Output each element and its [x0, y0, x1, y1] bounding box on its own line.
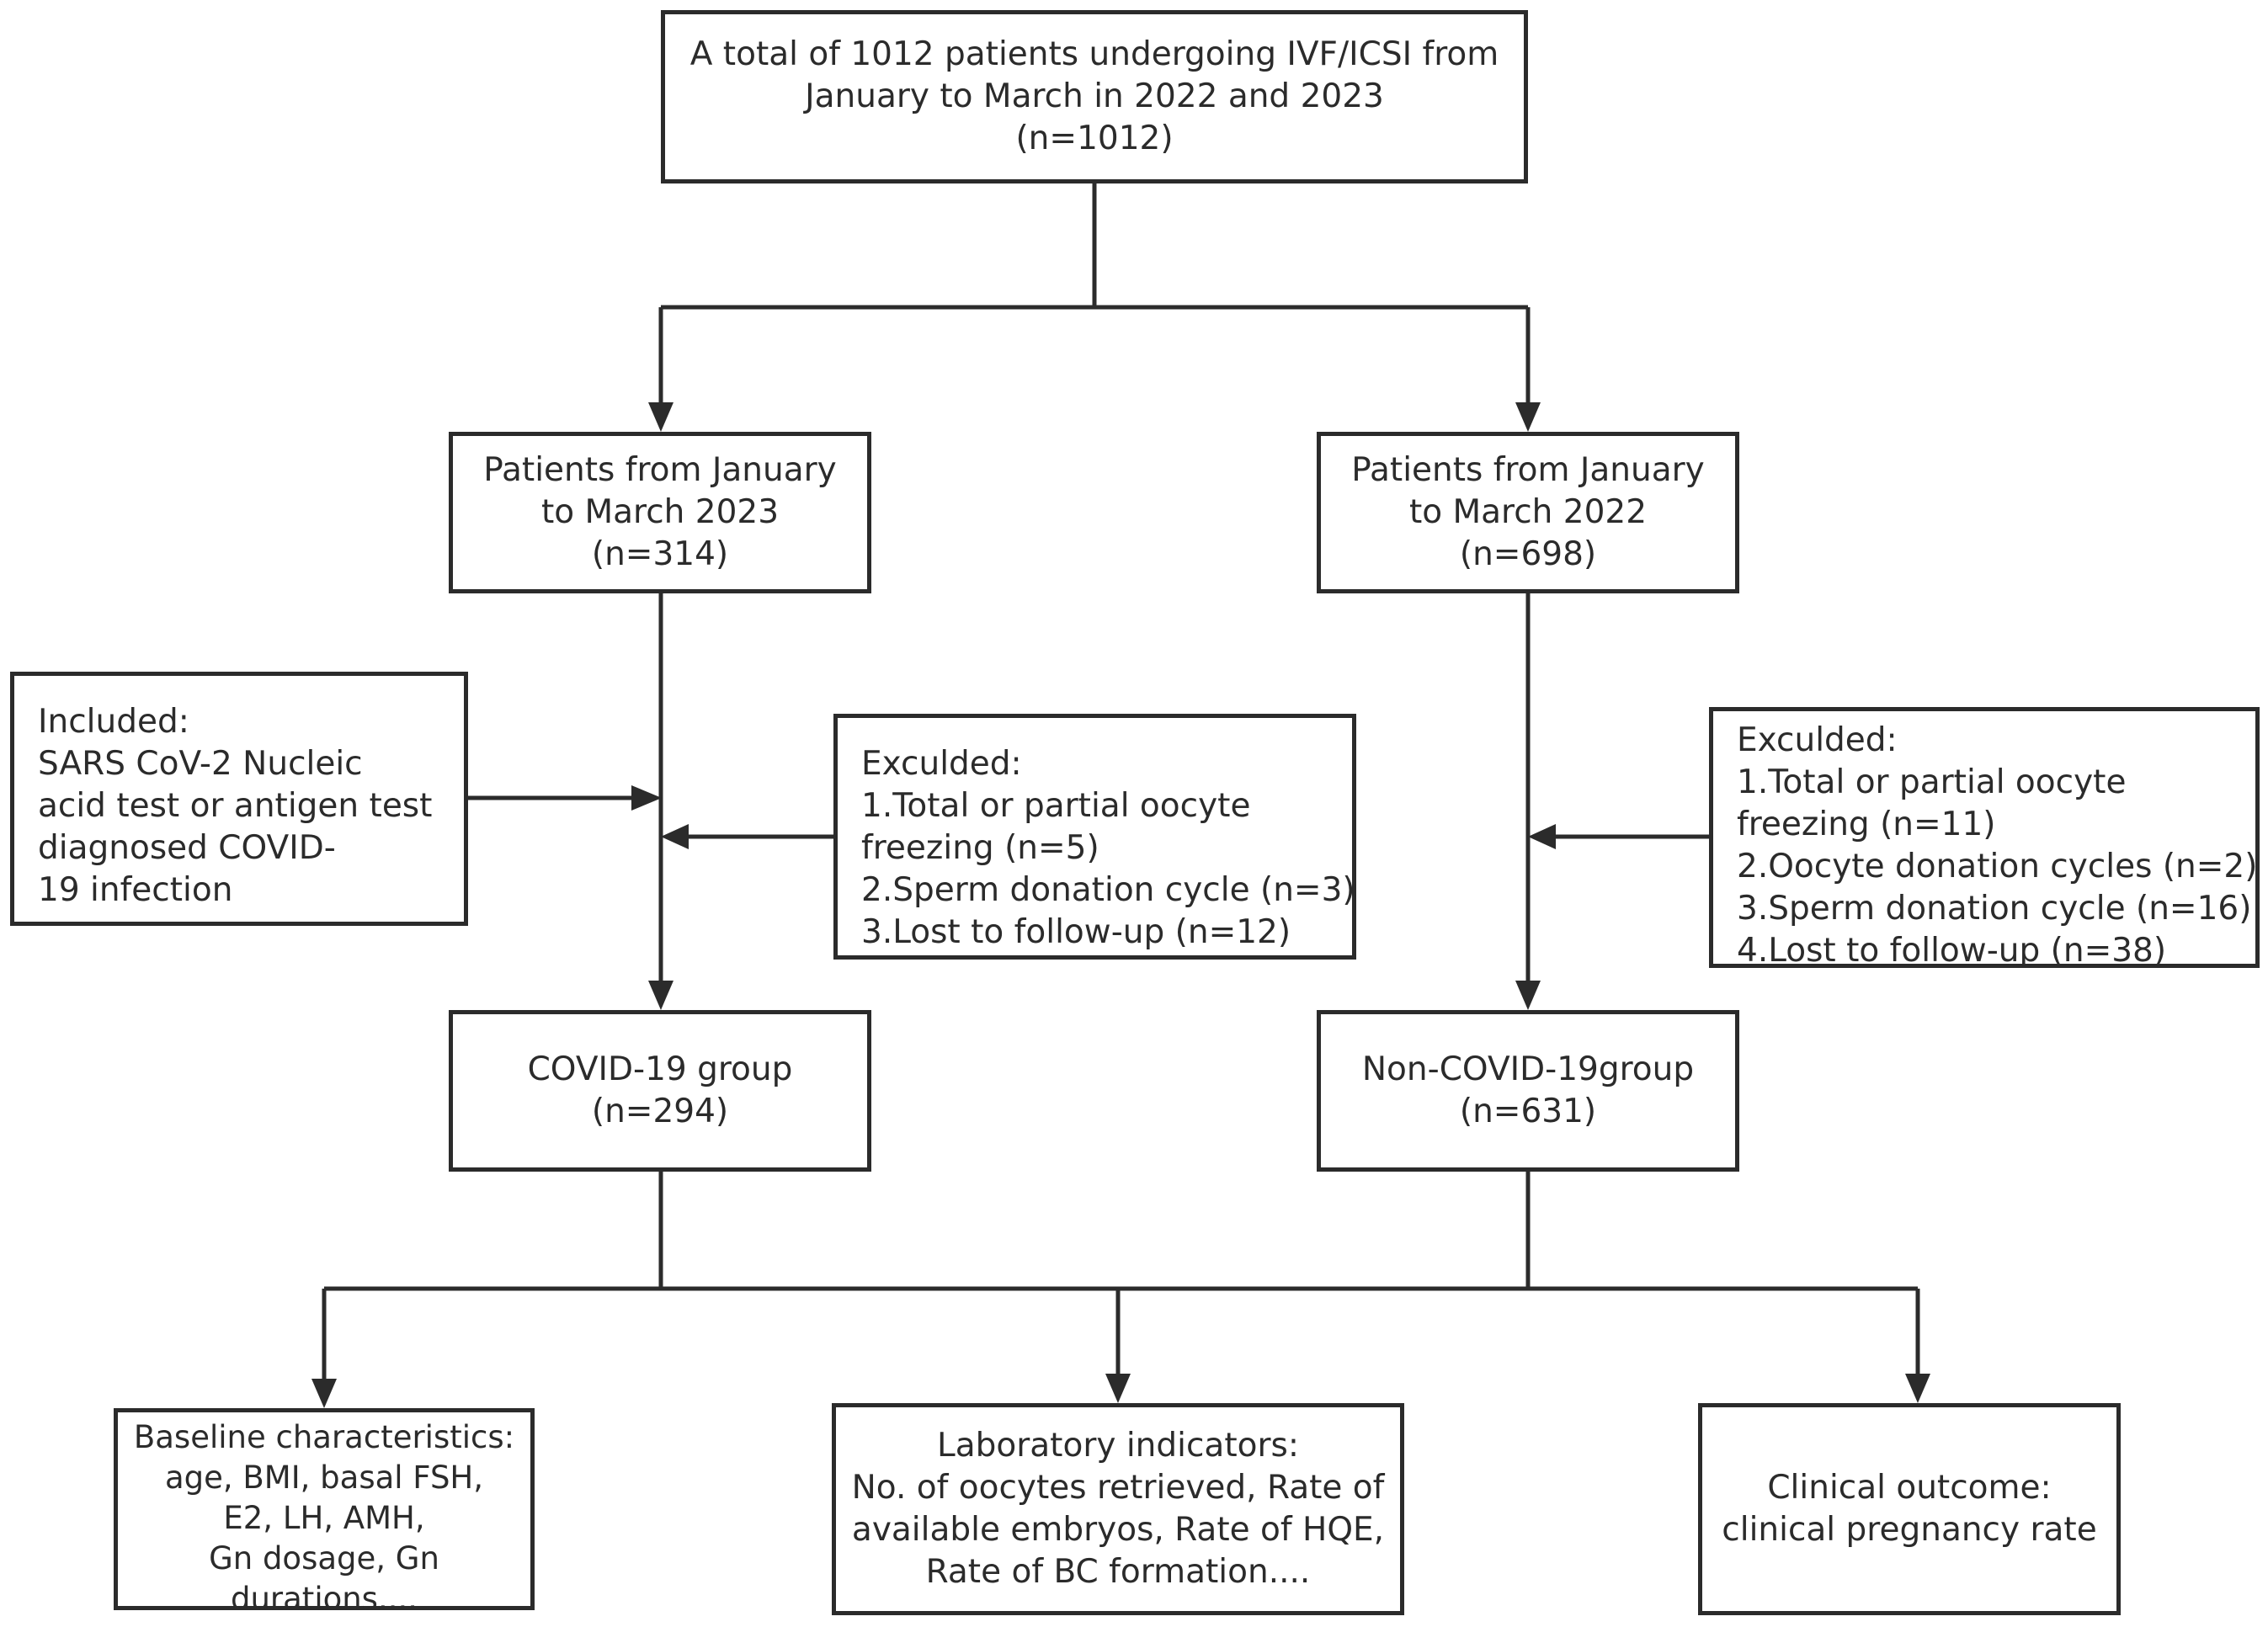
box-line: 2.Sperm donation cycle (n=3) [861, 871, 1355, 909]
arrowheads [311, 402, 1930, 1408]
arrowhead-to-lab [1105, 1374, 1131, 1403]
box-line: freezing (n=11) [1737, 806, 1996, 843]
box-line: 4.Lost to follow-up (n=38) [1737, 932, 2167, 970]
box-line: Patients from January [483, 451, 837, 489]
box-line: Gn dosage, Gn [209, 1540, 439, 1576]
box-line: Laboratory indicators: [937, 1427, 1299, 1465]
arrowhead-to-2022 [1515, 402, 1541, 432]
connector-groups-merge [658, 1172, 1531, 1291]
box-line: (n=698) [1459, 535, 1597, 573]
box-line: acid test or antigen test [38, 787, 433, 825]
box-line: freezing (n=5) [861, 829, 1099, 867]
excluded-2022-box: Exculded: 1.Total or partial oocyte free… [1709, 707, 2260, 970]
box-line: No. of oocytes retrieved, Rate of [851, 1469, 1385, 1507]
clinical-outcome-box: Clinical outcome: clinical pregnancy rat… [1698, 1403, 2121, 1615]
arrowhead-included [631, 785, 662, 811]
box-line: January to March in 2022 and 2023 [805, 77, 1384, 115]
total-patients-box: A total of 1012 patients undergoing IVF/… [661, 10, 1528, 183]
box-line: available embryos, Rate of HQE, [851, 1511, 1385, 1549]
box-line: (n=294) [591, 1093, 729, 1130]
box-line: diagnosed COVID- [38, 829, 336, 867]
box-line: age, BMI, basal FSH, [164, 1460, 484, 1496]
box-line: E2, LH, AMH, [223, 1500, 425, 1536]
box-line: to March 2022 [1408, 493, 1648, 531]
connector-total-to-branches [661, 183, 1528, 310]
arrowhead-to-2023 [648, 402, 673, 432]
box-line: Exculded: [861, 745, 1022, 783]
box-line: Non-COVID-19group [1361, 1050, 1695, 1088]
box-line: (n=1012) [1015, 120, 1174, 157]
arrowhead-excluded-2023 [661, 824, 689, 849]
arrowhead-to-baseline [311, 1379, 337, 1408]
box-line: 1.Total or partial oocyte [1737, 763, 2127, 801]
patients-2022-box: Patients from January to March 2022 (n=6… [1317, 432, 1739, 593]
box-line: Included: [38, 703, 189, 741]
box-line: 3.Sperm donation cycle (n=16) [1737, 890, 2252, 928]
box-line: (n=314) [591, 535, 729, 573]
non-covid-group-box: Non-COVID-19group (n=631) [1317, 1010, 1739, 1172]
arrowhead-excluded-2022 [1528, 824, 1556, 849]
box-line: COVID-19 group [527, 1050, 793, 1088]
box-line: 19 infection [38, 871, 233, 909]
box-line: A total of 1012 patients undergoing IVF/… [689, 35, 1499, 73]
box-line: to March 2023 [540, 493, 780, 531]
box-line: (n=631) [1459, 1093, 1597, 1130]
excluded-2023-box: Exculded: 1.Total or partial oocyte free… [833, 714, 1356, 960]
arrowhead-to-noncovid [1515, 981, 1541, 1010]
box-line: 3.Lost to follow-up (n=12) [861, 913, 1291, 951]
patients-2023-box: Patients from January to March 2023 (n=3… [449, 432, 871, 593]
box-line: durations.... [230, 1581, 418, 1617]
laboratory-indicators-box: Laboratory indicators: No. of oocytes re… [832, 1403, 1404, 1615]
box-line: 2.Oocyte donation cycles (n=2) [1737, 848, 2258, 885]
box-line: Baseline characteristics: [133, 1419, 515, 1455]
box-line: clinical pregnancy rate [1722, 1511, 2097, 1549]
box-line: Exculded: [1737, 721, 1898, 759]
arrowhead-to-clinical [1905, 1374, 1930, 1403]
covid-group-box: COVID-19 group (n=294) [449, 1010, 871, 1172]
included-criteria-box: Included: SARS CoV-2 Nucleic acid test o… [10, 672, 468, 926]
connector-lines [322, 183, 1920, 1379]
arrowhead-to-covid [648, 981, 673, 1010]
box-line: Rate of BC formation.... [925, 1553, 1311, 1591]
baseline-characteristics-box: Baseline characteristics: age, BMI, basa… [114, 1408, 535, 1617]
box-line: Clinical outcome: [1767, 1469, 2052, 1507]
box-line: 1.Total or partial oocyte [861, 787, 1251, 825]
box-line: SARS CoV-2 Nucleic [38, 745, 363, 783]
box-line: Patients from January [1351, 451, 1705, 489]
